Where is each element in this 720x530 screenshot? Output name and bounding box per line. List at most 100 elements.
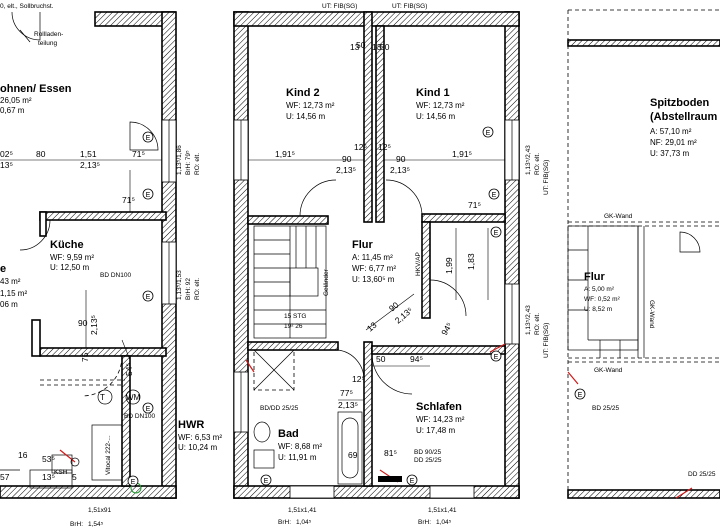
dim-label: 53⁵ — [42, 454, 55, 464]
dim-label: 12⁵ — [352, 374, 365, 384]
svg-text:E: E — [264, 478, 269, 485]
mid-wall-center-a — [363, 11, 373, 223]
right-unit: E Spitzboden (Abstellraum A: 57,10 m² NF… — [567, 9, 720, 499]
wall-label: 1,13⁵/2,43 — [525, 145, 532, 175]
dim-label: 90 — [387, 300, 401, 314]
dim-label: 2,13⁵ — [390, 165, 410, 175]
dim-label: 71⁵ — [132, 149, 145, 159]
left-area-c: 06 m — [0, 300, 18, 309]
mid-wall-bad-top — [247, 341, 339, 351]
kind1-wf: WF: 12,73 m² — [416, 101, 465, 110]
dim-label: 69 — [348, 450, 358, 460]
dim-label: 90 — [342, 154, 352, 164]
dim-label: 50 — [376, 354, 386, 364]
mid-wall-top — [233, 11, 520, 27]
schlafen-wf: WF: 14,23 m² — [416, 415, 465, 424]
dim-label: 57 — [0, 472, 10, 482]
dim-label: 16 — [18, 450, 28, 460]
schlafen-title: Schlafen — [416, 401, 462, 413]
dim-label: 1,51x1,41 — [428, 507, 457, 514]
svg-text:E: E — [494, 230, 499, 237]
bad-wf: WF: 8,68 m² — [278, 442, 322, 451]
dim-label: 1,04⁵ — [296, 519, 312, 526]
bd-25-label: BD 25/25 — [592, 405, 619, 412]
dim-label: 13⁵ — [0, 160, 13, 170]
gk-wand-top: GK-Wand — [604, 213, 633, 220]
bd-dn100-label-b: BD DN100 — [124, 413, 155, 420]
stg2-label: 19² 26 — [284, 323, 303, 330]
dim-label: 75 — [80, 352, 90, 362]
dim-label: 50 — [356, 40, 366, 50]
dim-label: 1,51 — [80, 149, 97, 159]
wall-label: BrH: 92 — [185, 278, 192, 300]
kueche-u: U: 12,50 m — [50, 263, 89, 272]
dim-label: 1,51x1,41 — [288, 507, 317, 514]
kind2-title: Kind 2 — [286, 87, 320, 99]
bd-90-label: BD 90/25 — [414, 449, 441, 456]
dim-label: 5 — [72, 472, 77, 482]
left-area-a: 43 m² — [0, 277, 21, 286]
dd-25-label: DD 25/25 — [414, 457, 442, 464]
e-socket-icon: E — [578, 392, 583, 399]
left-wall-left-mid — [31, 319, 41, 357]
hwr-title: HWR — [178, 419, 204, 431]
dim-label: 1,83 — [466, 253, 476, 270]
flur-title: Flur — [352, 239, 373, 251]
wall-label: RO: elt. — [534, 313, 541, 335]
wall-label: 1,13⁵/1,86 — [176, 145, 183, 175]
spitzboden-title-2: (Abstellraum — [650, 111, 717, 123]
mid-wall-flur-left — [247, 215, 329, 225]
wall-label: UT: FIB(SG) — [543, 323, 550, 358]
stg-label: 15 STG — [284, 313, 306, 320]
left-area-b: 1,15 m² — [0, 289, 27, 298]
dd-25-label: DD 25/25 — [688, 471, 716, 478]
kind1-title: Kind 1 — [416, 87, 450, 99]
dim-label: 1,99 — [444, 257, 454, 274]
schlafen-u: U: 17,48 m — [416, 426, 455, 435]
mid-top-label: UT: FIB(SG) — [392, 3, 427, 10]
kind1-u: U: 14,56 m — [416, 112, 455, 121]
dim-label: 90 — [78, 318, 88, 328]
hkv-ap-label: HKV/AP — [415, 252, 422, 276]
brh-label: BrH: — [418, 519, 431, 526]
dim-label: 1,51x91 — [88, 507, 112, 514]
middle-unit: E E E E E E UT: FIB(SG) UT: FIB(SG) 13 5… — [233, 3, 550, 526]
rollladen-label: Rollladen- — [34, 31, 63, 38]
left-wall-hwr-top — [39, 347, 167, 357]
hwr-u: U: 10,24 m — [178, 443, 217, 452]
bad-u: U: 11,91 m — [278, 453, 317, 462]
svg-text:E: E — [146, 135, 151, 142]
gk-wand-side: GK-Wand — [648, 300, 655, 329]
dim-label: 94⁵ — [410, 354, 423, 364]
wohnen-u: 0,67 m — [0, 106, 25, 115]
brh-label: BrH: — [70, 521, 83, 528]
left-wall-kitchen-left — [39, 211, 47, 237]
dim-label: 2,13⁵ — [336, 165, 356, 175]
bd-dn100-label: BD DN100 — [100, 272, 131, 279]
mid-wall-center-b — [375, 25, 385, 223]
wohnen-area: 26,05 m² — [0, 96, 32, 105]
ksh-label: KSH — [54, 469, 68, 476]
wall-label: UT: FIB(SG) — [543, 160, 550, 195]
svg-text:E: E — [410, 478, 415, 485]
dim-label: 2,13⁵ — [89, 315, 99, 335]
gelaender-label: Geländer — [323, 268, 330, 296]
wm-label: WM — [126, 393, 141, 402]
svg-text:E: E — [486, 130, 491, 137]
dim-label: 94⁵ — [439, 321, 454, 337]
bad-title: Bad — [278, 428, 299, 440]
wall-label: BrH: 79⁵ — [185, 150, 192, 175]
wall-label: 1,13⁵/1,53 — [176, 270, 183, 300]
wall-label: 1,13⁵/2,43 — [525, 305, 532, 335]
dim-label: 50 — [380, 42, 390, 52]
dim-label: 2,13⁵ — [80, 160, 100, 170]
dim-label: 12⁵ — [354, 142, 367, 152]
wall-label: RO: elt. — [194, 153, 201, 175]
mid-wall-bottom — [233, 485, 520, 499]
dim-label: 12⁵ — [378, 142, 391, 152]
spitzboden-nf: NF: 29,01 m² — [650, 138, 697, 147]
dim-label: 77⁵ — [340, 388, 353, 398]
dim-label: 13 — [372, 42, 382, 52]
svg-text:E: E — [131, 479, 136, 486]
